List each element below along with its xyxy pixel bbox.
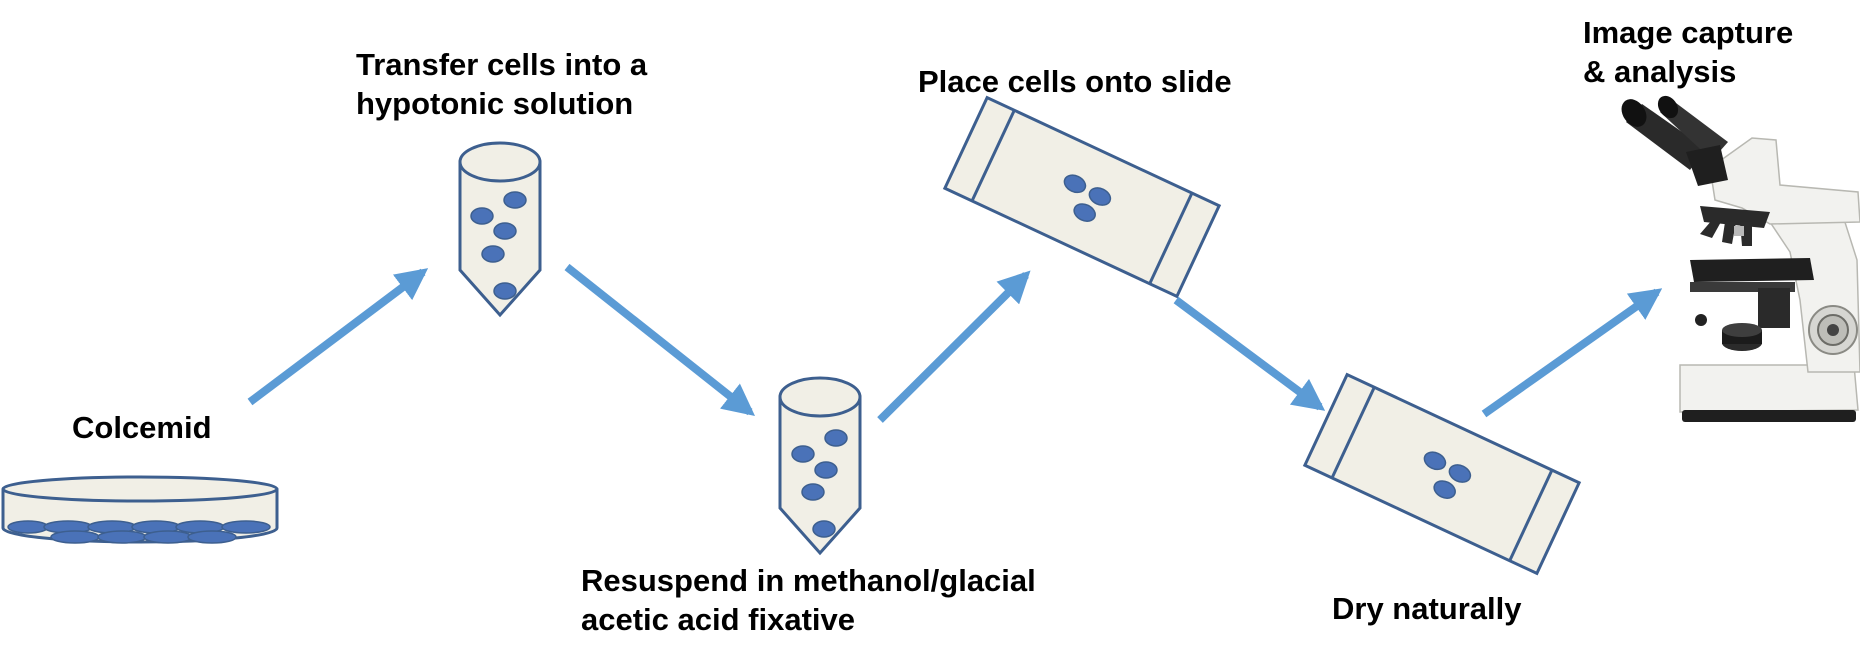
petri-dish-icon bbox=[1, 475, 279, 544]
cells bbox=[1063, 174, 1112, 222]
imaging-label: Image capture & analysis bbox=[1583, 13, 1793, 91]
arrow-icon bbox=[877, 270, 1031, 423]
centrifuge-tube-icon bbox=[778, 376, 862, 556]
colcemid-label-text: Colcemid bbox=[72, 410, 212, 445]
fixative-label-line1: Resuspend in methanol/glacial bbox=[581, 563, 1036, 598]
dry-label-text: Dry naturally bbox=[1332, 591, 1522, 626]
cell-layer bbox=[7, 520, 271, 544]
microscope-slide-icon bbox=[942, 95, 1222, 299]
colcemid-label: Colcemid bbox=[72, 408, 212, 447]
hypotonic-label-line2: hypotonic solution bbox=[356, 86, 634, 121]
microscope-slide-icon bbox=[1302, 372, 1582, 576]
hypotonic-label-line1: Transfer cells into a bbox=[356, 47, 648, 82]
fixative-label-line2: acetic acid fixative bbox=[581, 602, 855, 637]
arrow-icon bbox=[1481, 288, 1663, 418]
dry-label: Dry naturally bbox=[1332, 589, 1522, 628]
slide-label: Place cells onto slide bbox=[918, 62, 1232, 101]
cells bbox=[470, 191, 527, 300]
arrow-icon bbox=[564, 263, 756, 416]
objectives bbox=[1700, 220, 1752, 246]
cells bbox=[1423, 451, 1472, 499]
cells bbox=[791, 429, 848, 538]
eyepiece bbox=[1621, 95, 1728, 186]
slide-label-text: Place cells onto slide bbox=[918, 64, 1232, 99]
arrow-icon bbox=[247, 268, 429, 406]
centrifuge-tube-icon bbox=[458, 141, 542, 318]
fixative-label: Resuspend in methanol/glacial acetic aci… bbox=[581, 561, 1036, 639]
microscope-icon bbox=[1621, 95, 1860, 422]
imaging-label-line2: & analysis bbox=[1583, 54, 1737, 89]
imaging-label-line1: Image capture bbox=[1583, 15, 1794, 50]
arrow-icon bbox=[1173, 296, 1326, 411]
hypotonic-label: Transfer cells into a hypotonic solution bbox=[356, 45, 647, 123]
